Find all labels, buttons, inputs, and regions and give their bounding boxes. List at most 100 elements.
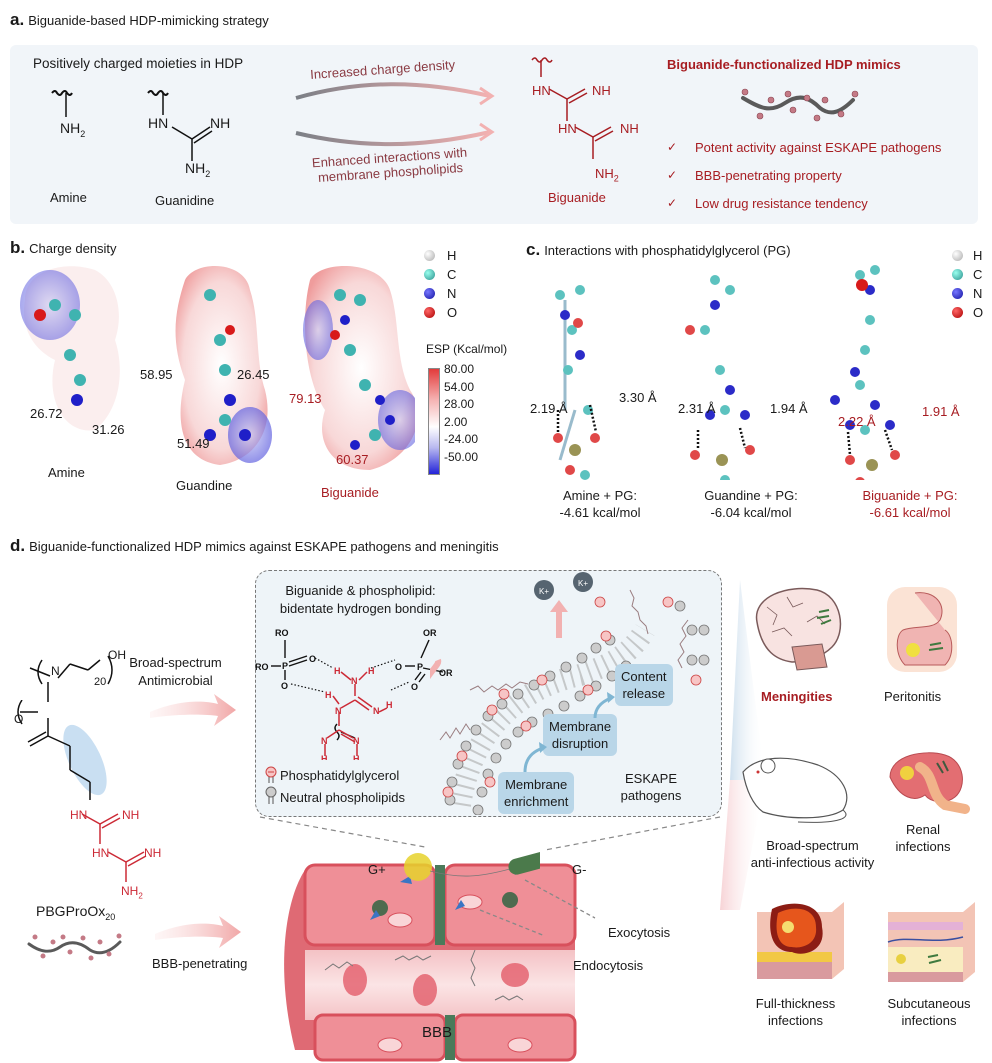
svg-text:H: H <box>325 690 332 700</box>
polymer-n: N <box>51 664 60 678</box>
panel-d-title: d.Biguanide-functionalized HDP mimics ag… <box>10 536 499 555</box>
biguanide-esp-value-2: 60.37 <box>336 452 369 467</box>
pbg-nh2: NH2 <box>121 884 143 901</box>
svg-text:O: O <box>411 682 418 692</box>
pbg-nh-2: NH <box>144 846 162 860</box>
panel-b-title: b.Charge density <box>10 238 117 257</box>
svg-text:H: H <box>368 666 375 676</box>
oxygen-atom-icon <box>424 307 435 318</box>
guanidine-hn: HN <box>148 115 169 131</box>
biguanide-esp-value-1: 79.13 <box>289 391 322 406</box>
kidney-illustration <box>889 752 970 814</box>
potassium-ion-1: K+ <box>539 587 549 596</box>
legend-c: C <box>424 265 457 284</box>
pbg-nh-1: NH <box>122 808 140 822</box>
application-peritonitis: Peritonitis <box>884 689 942 704</box>
svg-text:H: H <box>334 666 341 676</box>
guanidine-esp-value-2: 26.45 <box>237 367 270 382</box>
panel-a-letter: a. <box>10 10 25 29</box>
amine-esp-label: Amine <box>48 465 85 480</box>
amine-pg-energy: Amine + PG:-4.61 kcal/mol <box>559 488 641 520</box>
polymer-chain-icon-d <box>27 933 122 961</box>
hydrogen-atom-icon <box>952 250 963 261</box>
guanidine-esp-value-1: 58.95 <box>140 367 173 382</box>
feature-item: ✓Potent activity against ESKAPE pathogen… <box>667 139 942 155</box>
subcutaneous-illustration <box>887 902 975 982</box>
svg-text:P: P <box>417 662 423 672</box>
bbb-label: BBB <box>422 1024 453 1041</box>
svg-text:O: O <box>309 654 316 664</box>
panel-a-arrows <box>295 82 495 147</box>
panel-a-title-text: Biguanide-based HDP-mimicking strategy <box>28 13 269 28</box>
biguanide-pg-distance-2: 1.91 Å <box>922 404 960 419</box>
mouse-illustration <box>742 757 848 823</box>
svg-text:OR: OR <box>439 668 453 678</box>
amine-pg-model <box>553 285 600 480</box>
antimicrobial-arrow <box>150 694 236 726</box>
endocytosis-label: Endocytosis <box>573 958 644 973</box>
panel-a-box <box>10 45 978 224</box>
esp-color-scale <box>428 368 440 475</box>
gram-positive-label: G+ <box>368 862 386 877</box>
guanidine-esp-label: Guandine <box>176 478 233 493</box>
biguanide-label: Biguanide <box>548 190 606 205</box>
legend-neutral-phospholipids: Neutral phospholipids <box>280 790 406 805</box>
amine-nh2: NH2 <box>60 120 86 139</box>
nitrogen-atom-icon <box>424 288 435 299</box>
biguanide-hn-2: HN <box>558 121 577 136</box>
potassium-ion-2: K+ <box>578 579 588 588</box>
polymer-name-label: PBGProOx20 <box>36 903 116 922</box>
polymer-repeat-n: 20 <box>94 676 107 688</box>
guanidine-pg-distance-2: 1.94 Å <box>770 401 808 416</box>
guanidine-pg-energy: Guandine + PG:-6.04 kcal/mol <box>704 488 798 520</box>
amine-esp-value-2: 31.26 <box>92 422 125 437</box>
svg-text:N: N <box>351 676 358 686</box>
pbgproox-biguanide-group <box>81 813 147 882</box>
svg-text:P: P <box>282 661 288 671</box>
full-thickness-wound-illustration <box>757 902 844 979</box>
biguanide-structure <box>531 57 614 159</box>
svg-text:H: H <box>321 754 328 760</box>
amine-esp-surface <box>20 266 120 431</box>
carbon-atom-icon <box>424 269 435 280</box>
bacteria-g-plus-g-minus <box>404 851 540 881</box>
check-icon: ✓ <box>667 140 678 154</box>
legend-phosphatidylglycerol: Phosphatidylglycerol <box>280 768 400 783</box>
polymer-carbonyl-o: O <box>14 712 24 726</box>
biguanide-nh-1: NH <box>592 83 611 98</box>
brain-illustration <box>755 587 842 671</box>
biguanide-pg-model <box>830 265 900 480</box>
atom-legend-c: H C N O <box>952 246 983 322</box>
svg-text:O: O <box>281 681 288 691</box>
exocytosis-label: Exocytosis <box>608 925 671 940</box>
panel-a-title: a.Biguanide-based HDP-mimicking strategy <box>10 10 269 30</box>
guanidine-label: Guanidine <box>155 193 215 208</box>
biguanide-nh2: NH2 <box>595 166 619 184</box>
hdp-moieties-subtitle: Positively charged moieties in HDP <box>33 56 244 71</box>
membrane-bilayer: K+ K+ <box>430 572 710 815</box>
biguanide-pg-energy: Biguanide + PG:-6.61 kcal/mol <box>862 488 958 520</box>
svg-text:RO: RO <box>255 662 269 672</box>
polymer-chain-icon <box>741 88 859 122</box>
legend-h: H <box>424 246 457 265</box>
guanidine-nh2: NH2 <box>185 160 211 179</box>
polymer-oh: OH <box>108 648 126 662</box>
guanidine-pg-model <box>685 275 755 480</box>
svg-text:N: N <box>353 736 360 746</box>
amine-pg-distance-2: 3.30 Å <box>619 390 657 405</box>
amine-pg-distance-1: 2.19 Å <box>530 401 568 416</box>
step-arrows <box>523 692 615 773</box>
gram-negative-label: G- <box>572 862 587 877</box>
nitrogen-atom-icon <box>952 288 963 299</box>
svg-text:H: H <box>353 754 360 760</box>
guanidine-esp-value-3: 51.49 <box>177 436 210 451</box>
spotlight-cone <box>720 580 765 910</box>
bbb-arrow <box>155 916 241 948</box>
